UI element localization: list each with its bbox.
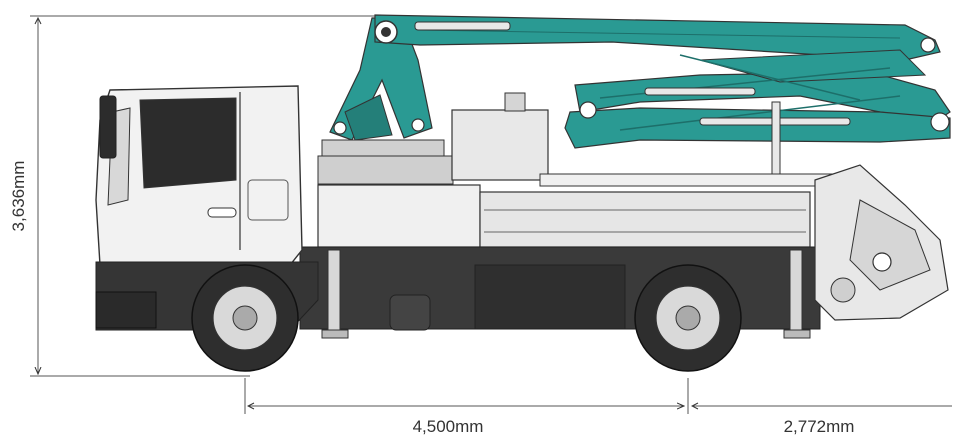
truck-body xyxy=(299,173,841,339)
boom-assembly xyxy=(329,14,951,178)
front-wheel xyxy=(191,264,299,372)
length-dimensions: 4,500mm 2,772mm xyxy=(244,378,952,436)
wheelbase-label: 4,500mm xyxy=(413,417,484,436)
turret-base xyxy=(317,92,549,185)
rear-hopper xyxy=(814,164,949,321)
rear-overhang-label: 2,772mm xyxy=(784,417,855,436)
rear-wheel xyxy=(634,264,742,372)
height-label: 3,636mm xyxy=(9,161,28,232)
height-dimension: 3,636mm xyxy=(9,15,375,377)
